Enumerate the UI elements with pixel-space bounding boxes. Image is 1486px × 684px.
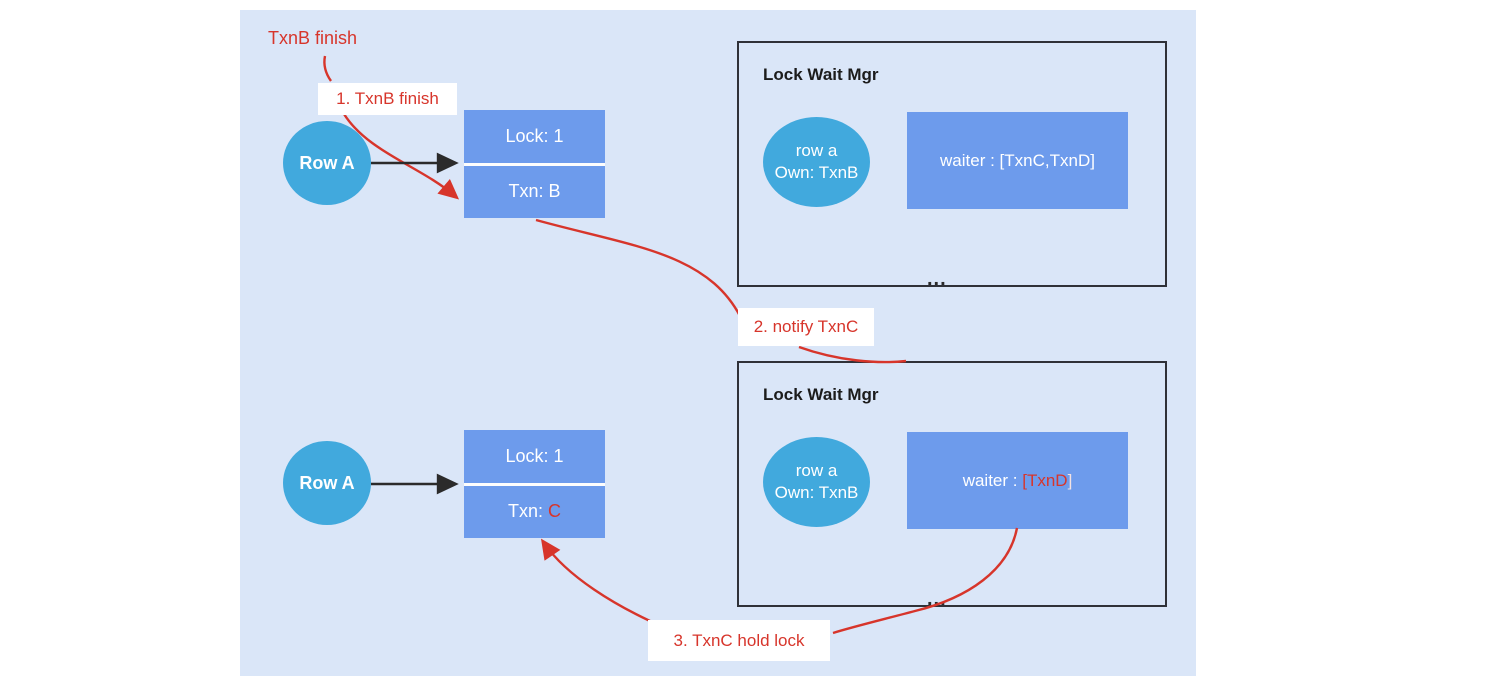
txnb-finish-note: TxnB finish bbox=[268, 28, 358, 48]
waiter-rect-top: waiter : [TxnC,TxnD] bbox=[907, 112, 1128, 209]
lock-cell-bottom: Lock: 1 bbox=[464, 430, 605, 483]
owner-circle-top: row a Own: TxnB bbox=[763, 117, 870, 207]
owner-circle-top-line2: Own: TxnB bbox=[774, 163, 859, 182]
lock-box-bottom: Lock: 1 Txn: C bbox=[464, 430, 605, 538]
owner-circle-top-line1: row a bbox=[795, 141, 838, 160]
row-a-circle-top: Row A bbox=[283, 121, 371, 205]
step2-label: 2. notify TxnC bbox=[738, 308, 874, 346]
waiter-highlight-txnd: [TxnD bbox=[1022, 470, 1068, 490]
step1-label: 1. TxnB finish bbox=[318, 83, 457, 115]
lock-cell-top: Lock: 1 bbox=[464, 110, 605, 163]
owner-circle-bottom-line2: Own: TxnB bbox=[774, 483, 859, 502]
txn-cell-top: Txn: B bbox=[464, 165, 605, 218]
row-a-circle-bottom: Row A bbox=[283, 441, 371, 525]
lock-wait-mgr-bottom-title: Lock Wait Mgr bbox=[763, 385, 879, 404]
waiter-rect-bottom: waiter : [TxnD] bbox=[907, 432, 1128, 529]
waiter-close-bracket: ] bbox=[1067, 470, 1073, 490]
lock-box-top: Lock: 1 Txn: B bbox=[464, 110, 605, 218]
txn-value-top: B bbox=[548, 181, 561, 202]
lock-wait-mgr-top-title: Lock Wait Mgr bbox=[763, 65, 879, 84]
txn-prefix-bottom: Txn: bbox=[507, 501, 548, 522]
waiter-prefix: waiter : bbox=[962, 470, 1023, 490]
step3-label: 3. TxnC hold lock bbox=[648, 620, 830, 661]
owner-circle-bottom-line1: row a bbox=[795, 461, 838, 480]
lock-wait-mgr-bottom: Lock Wait Mgr row a Own: TxnB waiter : [… bbox=[737, 361, 1167, 609]
txn-prefix-top: Txn: bbox=[508, 181, 549, 202]
txn-cell-bottom: Txn: C bbox=[464, 485, 605, 538]
lock-wait-mgr-top: Lock Wait Mgr row a Own: TxnB waiter : [… bbox=[737, 41, 1167, 289]
txn-value-bottom: C bbox=[548, 501, 561, 522]
owner-circle-bottom: row a Own: TxnB bbox=[763, 437, 870, 527]
